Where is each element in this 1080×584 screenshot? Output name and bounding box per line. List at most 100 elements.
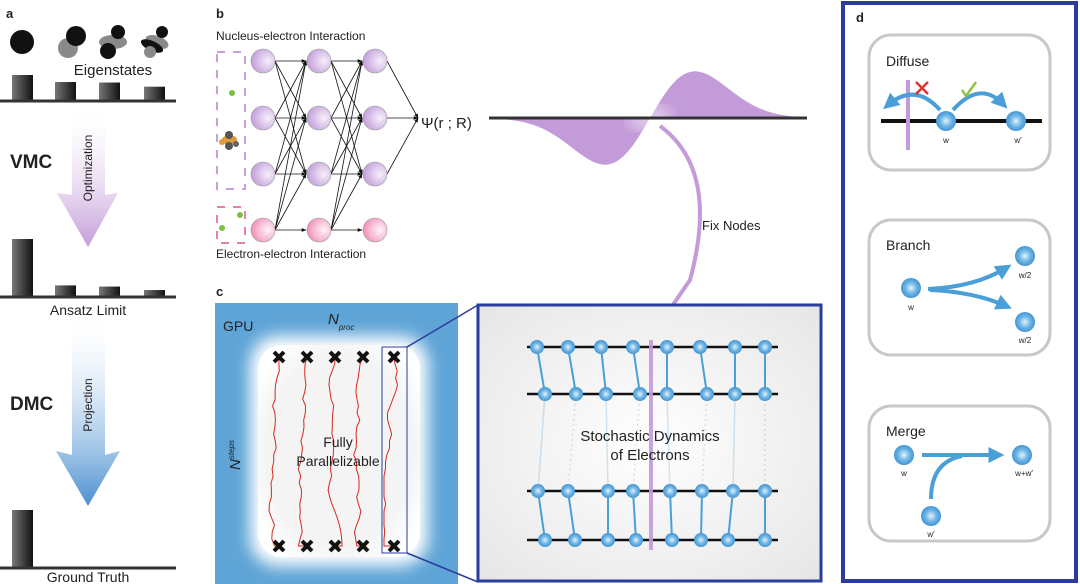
trajectory-link [567,490,576,541]
merge-card: Merge w w+w′ w′ [867,404,1052,543]
network-edge [274,60,307,119]
reject-x-icon [915,81,929,95]
network-edge [330,173,363,231]
branch-card: Branch w w/2 w/2 [867,218,1052,357]
output-edge [386,60,419,119]
walker-path [268,356,280,547]
walker-w-sum-label: w+w′ [1014,469,1033,478]
trajectory-link [567,346,577,395]
electron [530,340,544,354]
walker-path [383,356,399,547]
zoom-line-top [406,304,479,348]
trajectory-link-faded [632,393,641,492]
electron-node [250,217,276,243]
bar [12,239,33,297]
electron [665,533,679,547]
walker-w-prime-label: w′ [1013,136,1022,145]
ansatz-limit-label: Ansatz Limit [50,302,126,318]
electron-dynamics [527,340,778,547]
nucleus-electron-label: Nucleus-electron Interaction [216,29,365,43]
nucleus-node [306,48,332,74]
dmc-label: DMC [10,394,54,415]
rejected-move-arrow [883,92,942,112]
bar [99,286,120,297]
merge-title: Merge [886,423,926,439]
network-edges [274,59,419,232]
electron [626,340,640,354]
stochastic-label: Stochastic Dynamics [580,428,719,445]
highlight-walker-box [381,346,408,554]
electron [538,387,552,401]
panel-b: b Nucleus-electron Interaction Electron-… [216,6,807,325]
electron [721,533,735,547]
trajectory-link [727,490,734,541]
nucleus-node [362,161,388,187]
projection-arrow [56,322,120,506]
electron-dot-icon [219,225,225,231]
panel-d-letter: d [856,10,864,25]
trajectory-link-faded [666,393,671,492]
electron [758,340,772,354]
nucleus-input-box [216,51,246,190]
electron [758,533,772,547]
electron [633,387,647,401]
walker-w [901,278,921,298]
trajectory-link-faded [732,393,736,492]
walker-cross-icon [356,539,370,553]
electron [569,387,583,401]
network-edge [274,60,308,231]
electron [531,484,545,498]
trajectory-link-faded [567,393,577,492]
walker-w-prime [1006,111,1026,131]
walker-cross-icon [300,539,314,553]
network-edge [274,60,307,175]
electron-dot-icon [229,90,235,96]
network-edge [330,60,364,231]
nsteps-label: Nsteps [227,440,244,470]
branch-title: Branch [886,237,930,253]
walker-half-top [1015,246,1035,266]
walker-w-sum [1012,445,1032,465]
bar-group-eigenstates [0,75,176,103]
branch-arrow-down [929,288,1012,310]
orbital-s-icon [10,30,34,54]
bar-groups [0,75,176,570]
trajectory-link [700,490,703,541]
electron [599,387,613,401]
gpu-label: GPU [223,318,253,334]
optimization-arrow [57,112,118,247]
walker-w-label: w [900,469,907,478]
diffuse-card: Diffuse w w′ [867,33,1052,172]
electron [693,340,707,354]
fix-nodes-label: Fix Nodes [702,218,761,233]
electron [561,340,575,354]
electron [601,533,615,547]
bar [55,285,76,297]
walker-path [353,356,364,547]
optimization-label: Optimization [81,135,95,202]
network-edge [330,60,363,175]
bar [99,82,120,101]
walker-half-top-label: w/2 [1018,271,1032,280]
electron [728,387,742,401]
walker-cross-icon [328,539,342,553]
trajectory-link-faded [605,393,609,492]
network-edge [330,117,363,231]
nucleus-node [306,161,332,187]
network-edge [274,173,307,231]
orbital-f-icon [140,26,169,58]
fully-label: Fully [323,434,353,450]
panel-c: c GPU Nproc Nsteps Fully Parallelizable … [215,284,823,584]
walker-cross-icon [272,350,286,364]
vmc-label: VMC [10,152,53,173]
electron [594,340,608,354]
nucleus-node [306,105,332,131]
bar-group-ansatz-limit [0,239,176,299]
electron [758,484,772,498]
merge-join-curve [929,454,963,500]
walker-w-prime-label: w′ [926,530,935,539]
walker-cross-icon [387,539,401,553]
nucleus-node [362,48,388,74]
walker-w-label: w [907,303,914,312]
